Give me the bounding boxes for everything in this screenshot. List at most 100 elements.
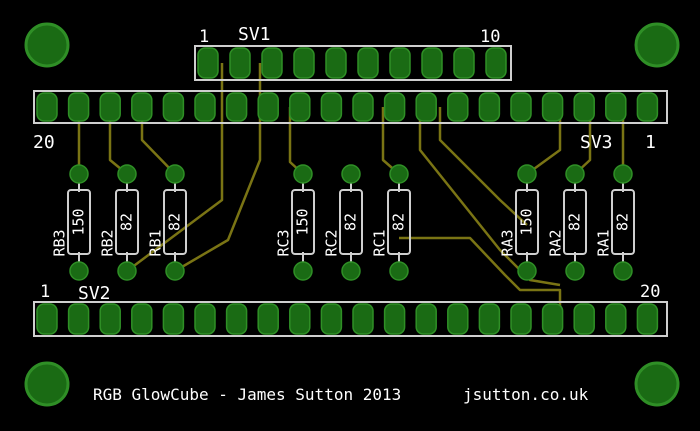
sv3-pad: [225, 92, 248, 122]
resistor-body: [291, 189, 315, 255]
sv1-pad: [229, 47, 251, 79]
resistor-body: [611, 189, 635, 255]
sv2-pad: [36, 303, 58, 335]
sv2-pad: [447, 303, 469, 335]
resistor-value: 82: [390, 213, 408, 231]
resistor-body: [115, 189, 139, 255]
sv3-pad: [36, 92, 58, 122]
sv2-pad: [320, 303, 343, 335]
resistor-pad: [117, 164, 137, 184]
footer-website: jsutton.co.uk: [463, 385, 589, 404]
resistor-body: [515, 189, 539, 255]
sv3-pad: [383, 92, 406, 122]
resistor-name: RC3: [275, 229, 293, 256]
sv2-pad: [99, 303, 121, 335]
trace: [174, 63, 262, 273]
trace: [438, 107, 528, 226]
sv3-pad: [194, 92, 216, 122]
sv2-pad: [194, 303, 216, 335]
resistor-pad: [293, 261, 313, 281]
resistor-pad: [613, 164, 633, 184]
sv1-pad: [293, 47, 315, 79]
sv3-pad: [541, 92, 564, 122]
sv2-pad: [352, 303, 374, 335]
sv3-pad: [510, 92, 532, 122]
resistor-body: [163, 189, 187, 255]
sv2-pad: [162, 303, 185, 335]
sv1-pad: [325, 47, 347, 79]
sv1-outline: [194, 45, 512, 81]
sv3-pad: [352, 92, 374, 122]
sv2-pad: [510, 303, 532, 335]
sv2-pad: [225, 303, 248, 335]
sv2-pad: [131, 303, 153, 335]
resistor-pad: [389, 261, 409, 281]
sv1-last-pin-label: 10: [480, 27, 500, 47]
resistor-pad: [293, 164, 313, 184]
resistor-pad: [389, 164, 409, 184]
trace: [126, 63, 224, 273]
sv3-last-pin-label: 1: [645, 132, 656, 153]
sv3-pad: [605, 92, 627, 122]
mounting-holes: [24, 22, 680, 407]
sv3-pad: [447, 92, 469, 122]
resistor-name: RA1: [595, 229, 613, 256]
resistor-pad: [613, 261, 633, 281]
resistor-pad: [69, 164, 89, 184]
trace: [418, 107, 561, 287]
resistor-value: 82: [614, 213, 632, 231]
sv1-pad: [453, 47, 475, 79]
sv3-pad: [636, 92, 659, 122]
mounting-hole: [634, 361, 680, 407]
resistor-name: RA2: [547, 229, 565, 256]
sv2-last-pin-label: 20: [640, 282, 660, 302]
resistor-value: 82: [342, 213, 360, 231]
resistor-value: 150: [518, 208, 536, 235]
sv2-pad: [289, 303, 311, 335]
resistor-name: RB1: [147, 229, 165, 256]
sv2-pad: [573, 303, 595, 335]
resistor-value: 82: [118, 213, 136, 231]
sv1-pad: [485, 47, 507, 79]
sv2-outline: [33, 301, 668, 337]
sv3-pads: [36, 92, 659, 122]
resistor-name: RC2: [323, 229, 341, 256]
sv1-pad: [389, 47, 411, 79]
resistors: 150RB382RB282RB1150RC382RC282RC1150RA382…: [51, 164, 635, 281]
sv2-pad: [605, 303, 627, 335]
resistor-pad: [517, 261, 537, 281]
sv2-pads: [36, 303, 659, 335]
resistor-name: RB3: [51, 229, 69, 256]
resistor-value: 82: [566, 213, 584, 231]
resistor-pad: [69, 261, 89, 281]
sv3-pad: [99, 92, 121, 122]
resistor-name: RA3: [499, 229, 517, 256]
trace: [526, 107, 562, 176]
resistor-name: RC1: [371, 229, 389, 256]
resistor-pad: [341, 164, 361, 184]
resistor-body: [67, 189, 91, 255]
sv1-pad: [357, 47, 379, 79]
resistor-value: 150: [70, 208, 88, 235]
footer-credit: RGB GlowCube - James Sutton 2013: [93, 385, 401, 404]
resistor-pad: [565, 261, 585, 281]
mounting-hole: [634, 22, 680, 68]
sv3-pad: [415, 92, 437, 122]
sv1-pads: [197, 47, 507, 79]
sv3-pad: [289, 92, 311, 122]
sv1-pad: [197, 47, 219, 79]
sv2-first-pin-label: 1: [40, 282, 50, 302]
resistor-pad: [517, 164, 537, 184]
sv2-pad: [383, 303, 406, 335]
trace: [399, 236, 562, 319]
sv3-name-label: SV3: [580, 132, 613, 153]
resistor-pad: [117, 261, 137, 281]
sv3-pad: [67, 92, 90, 122]
sv3-pad: [478, 92, 501, 122]
